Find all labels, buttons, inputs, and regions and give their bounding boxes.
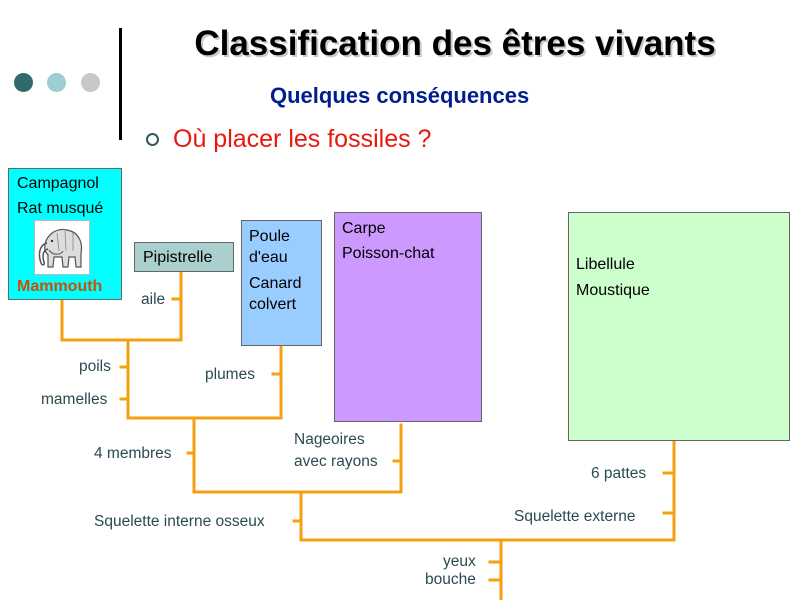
label-carpe: Carpe (342, 220, 386, 237)
label-mammouth: Mammouth (17, 278, 103, 295)
character-6-pattes: 6 pattes (591, 465, 647, 482)
label-rat-musque: Rat musqué (17, 200, 104, 217)
label-poule: Poule (249, 228, 290, 245)
group-box-carpe: Carpe Poisson-chat (334, 212, 482, 422)
decor-dot-2 (47, 73, 66, 92)
label-deau: d'eau (249, 249, 288, 266)
character-aile: aile (141, 291, 166, 308)
character-nageoires: Nageoires (294, 431, 365, 448)
group-box-pipistrelle: Pipistrelle (134, 242, 234, 272)
character-mamelles: mamelles (41, 391, 108, 408)
bullet-icon (146, 133, 159, 146)
character-squelette-externe: Squelette externe (514, 508, 636, 525)
label-poisson-chat: Poisson-chat (342, 245, 435, 262)
character-plumes: plumes (205, 366, 255, 383)
title-divider (119, 28, 122, 140)
label-moustique: Moustique (576, 282, 650, 299)
group-box-libellule: Libellule Moustique (568, 212, 790, 441)
group-box-poule: Poule d'eau Canard colvert (241, 220, 322, 346)
page-title: Classification des êtres vivants (194, 24, 716, 63)
character-yeux: yeux (443, 553, 476, 570)
label-canard: Canard (249, 275, 302, 292)
mammoth-drawing (34, 220, 90, 275)
label-colvert: colvert (249, 296, 297, 313)
label-campagnol: Campagnol (17, 175, 99, 192)
decor-dot-3 (81, 73, 100, 92)
character-4-membres: 4 membres (94, 445, 172, 462)
character-squelette-interne: Squelette interne osseux (94, 513, 265, 530)
group-box-campagnol: Campagnol Rat musqué Mammouth (8, 168, 122, 300)
label-libellule: Libellule (576, 256, 635, 273)
label-pipistrelle: Pipistrelle (143, 249, 213, 266)
page-subtitle: Quelques conséquences (270, 83, 530, 108)
character-poils: poils (79, 358, 111, 375)
character-avec-rayons: avec rayons (294, 453, 378, 470)
decor-dot-1 (14, 73, 33, 92)
character-bouche: bouche (425, 571, 476, 588)
question-text: Où placer les fossiles ? (173, 125, 432, 153)
